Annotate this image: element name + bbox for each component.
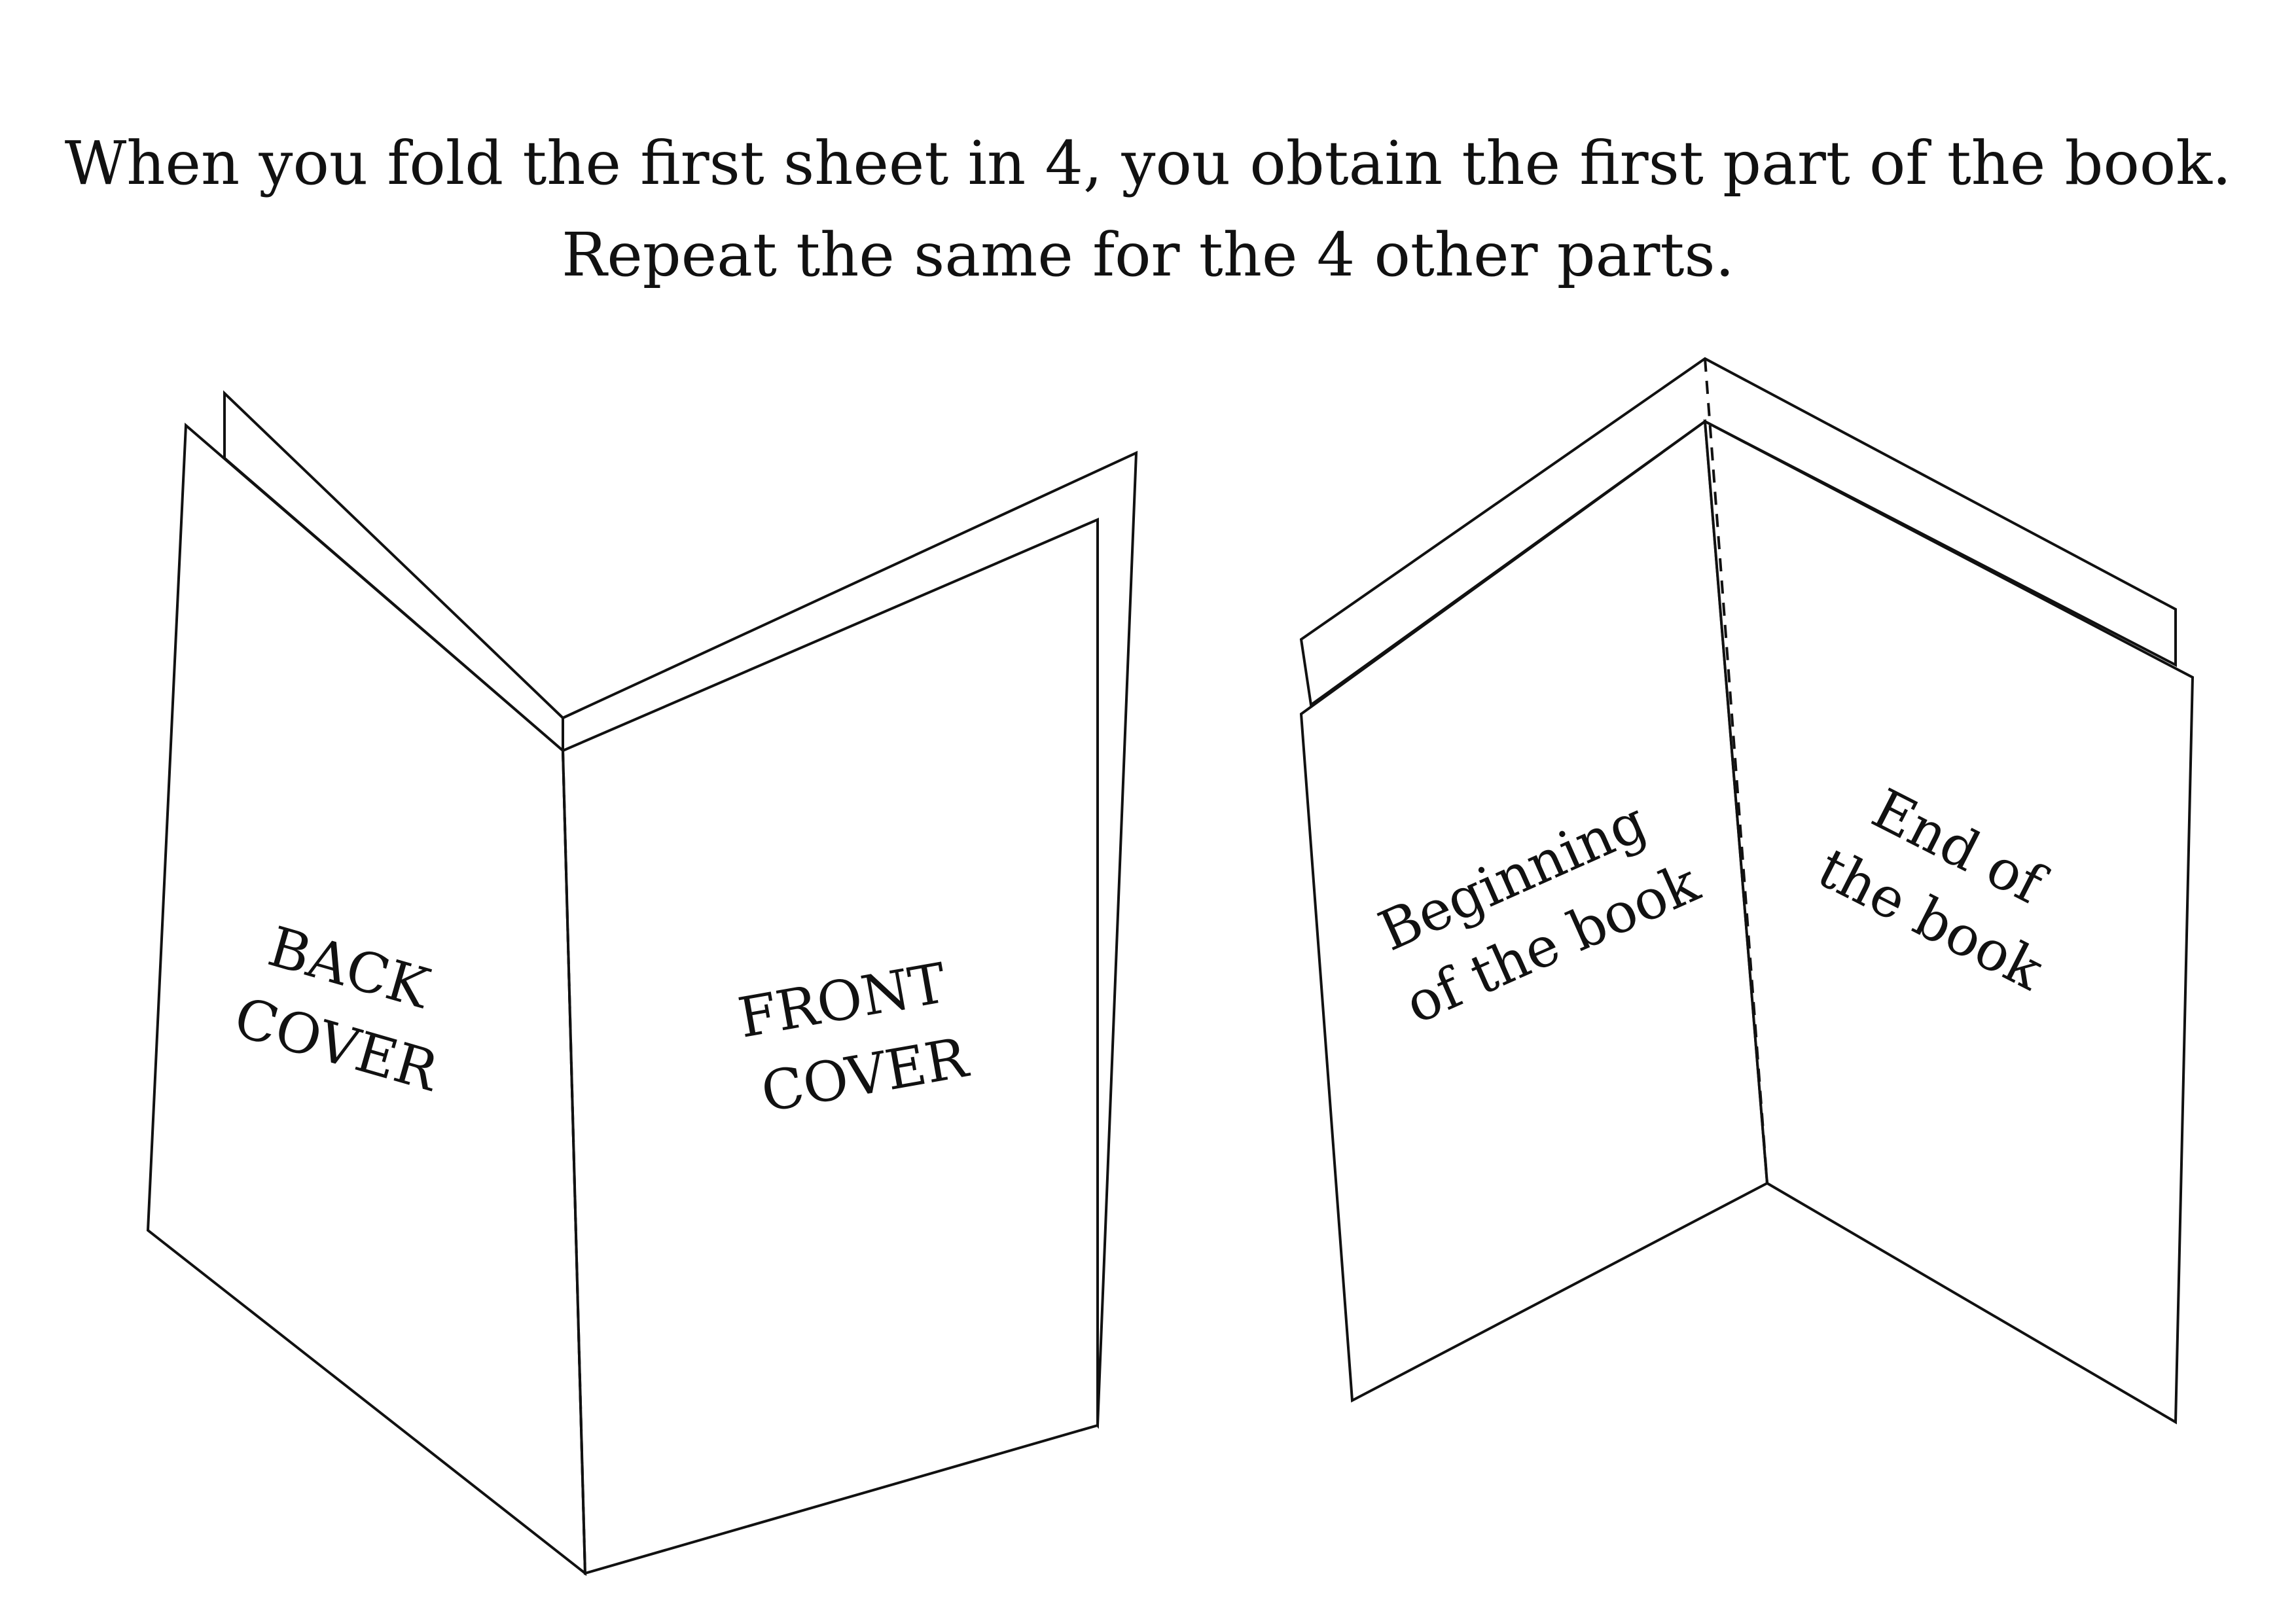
- booklet-outer-view: BACK COVER FRONT COVER: [146, 390, 1138, 1577]
- end-panel: [1703, 419, 2195, 1425]
- fold-line-outer: [562, 750, 586, 1574]
- fold-line-inner: [1704, 358, 1768, 1184]
- booklet-inner-view: Beginning of the book End of the book: [1299, 357, 2195, 1425]
- instructions-text: When you fold the first sheet in 4, you …: [0, 118, 2296, 301]
- front-cover-panel: [561, 517, 1099, 1575]
- instructions-line-1: When you fold the first sheet in 4, you …: [64, 128, 2232, 198]
- instructions-line-2: Repeat the same for the 4 other parts.: [562, 220, 1734, 290]
